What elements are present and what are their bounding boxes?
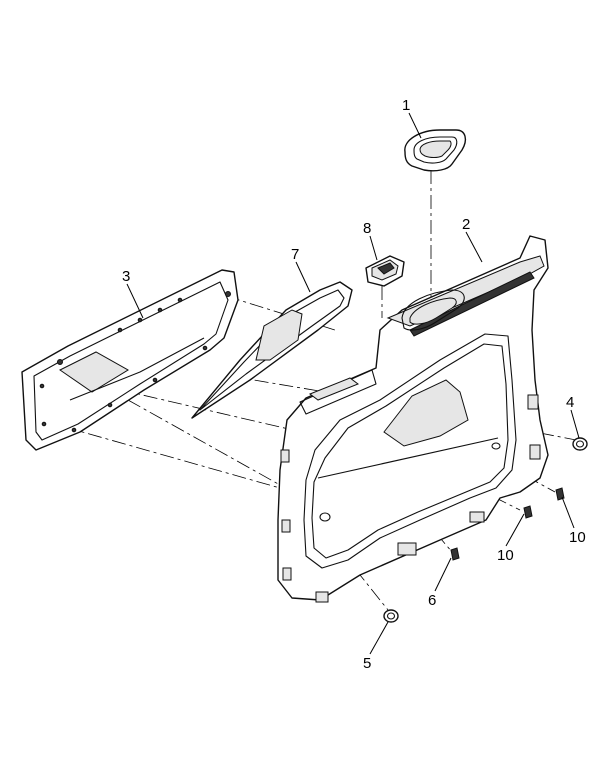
callout-labels: 1 2 3 4 5 6 7 8 10 10 (122, 97, 586, 672)
callout-8: 8 (363, 220, 371, 237)
window-trim-part-7 (191, 281, 353, 419)
callout-2: 2 (462, 216, 470, 233)
screw-part-6 (450, 547, 460, 561)
screw-part-10a (523, 505, 533, 519)
nut-part-5 (383, 609, 399, 623)
door-panel-part-2 (277, 235, 549, 603)
trim-panel-part-3 (21, 269, 239, 451)
callout-10-left: 10 (497, 547, 514, 564)
nut-part-4 (572, 437, 588, 451)
callout-4: 4 (566, 394, 574, 411)
callout-10-right: 10 (569, 529, 586, 546)
leader-lines (126, 112, 580, 655)
callout-1: 1 (402, 97, 410, 114)
callout-6: 6 (428, 592, 436, 609)
callout-5: 5 (363, 655, 371, 672)
switch-part-8 (365, 255, 405, 287)
callout-3: 3 (122, 268, 130, 285)
callout-7: 7 (291, 246, 299, 263)
bezel-part-1 (404, 129, 467, 172)
